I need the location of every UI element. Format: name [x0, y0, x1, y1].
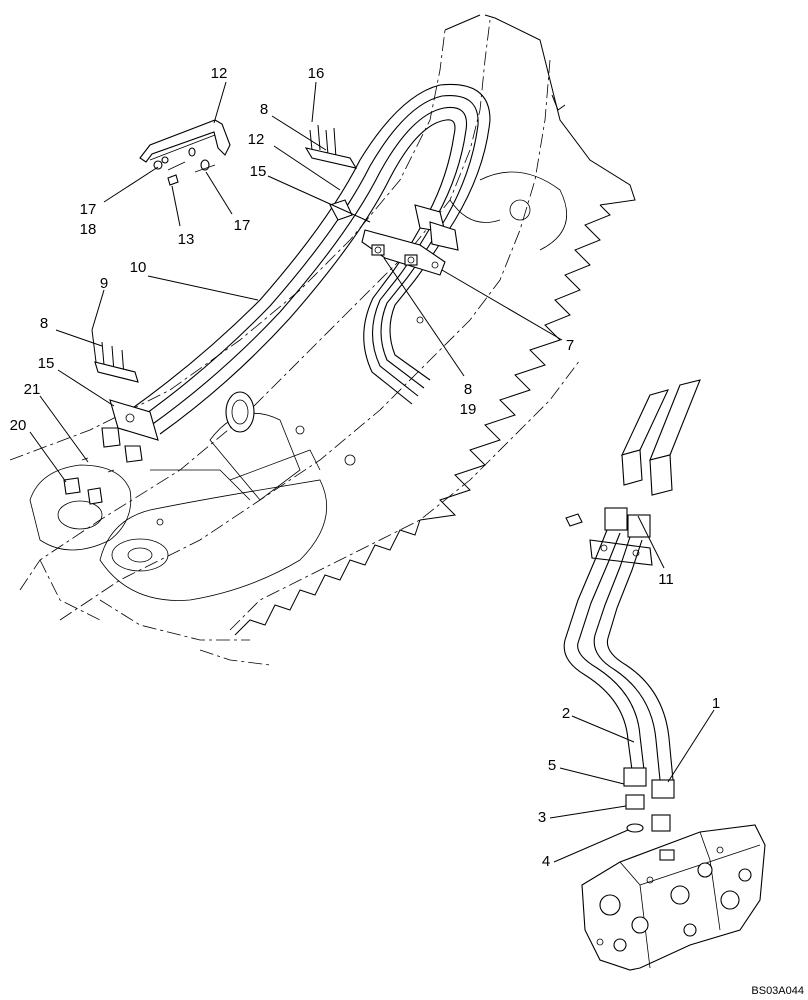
figure-code: BS03A044: [751, 985, 804, 997]
callout-20: 20: [10, 417, 27, 434]
callout-19: 19: [460, 401, 477, 418]
control-valve: [581, 824, 766, 971]
callout-7: 7: [566, 337, 574, 354]
callout-8-left: 8: [40, 315, 48, 332]
loader-arm-outline: [9, 14, 636, 666]
callout-8-upper: 8: [260, 101, 268, 118]
upper-clamp-group: [304, 124, 459, 276]
valve-hose-assembly: [563, 379, 701, 833]
callout-17-right: 17: [234, 217, 251, 234]
callout-15-left: 15: [38, 355, 55, 372]
pivot-linkage: [29, 316, 424, 601]
callout-10: 10: [130, 259, 147, 276]
callout-21: 21: [24, 381, 41, 398]
callout-2: 2: [562, 705, 570, 722]
callout-labels: 12 16 8 12 15 17 18 13 17 10 9 8 15 21 2…: [10, 65, 721, 870]
callout-16: 16: [308, 65, 325, 82]
callout-5: 5: [548, 757, 556, 774]
callout-15-upper: 15: [250, 163, 267, 180]
leader-lines: [29, 81, 715, 863]
callout-9: 9: [100, 275, 108, 292]
callout-8-lower: 8: [464, 381, 472, 398]
callout-12-upper: 12: [248, 131, 265, 148]
callout-12-top: 12: [211, 65, 228, 82]
callout-11: 11: [658, 571, 674, 588]
callout-18: 18: [80, 221, 97, 238]
callout-1: 1: [712, 695, 720, 712]
lower-clamp-group: [63, 329, 159, 505]
bracket-12: [139, 119, 231, 186]
callout-3: 3: [538, 809, 546, 826]
callout-17-left: 17: [80, 201, 97, 218]
callout-4: 4: [542, 853, 550, 870]
callout-13: 13: [178, 231, 195, 248]
